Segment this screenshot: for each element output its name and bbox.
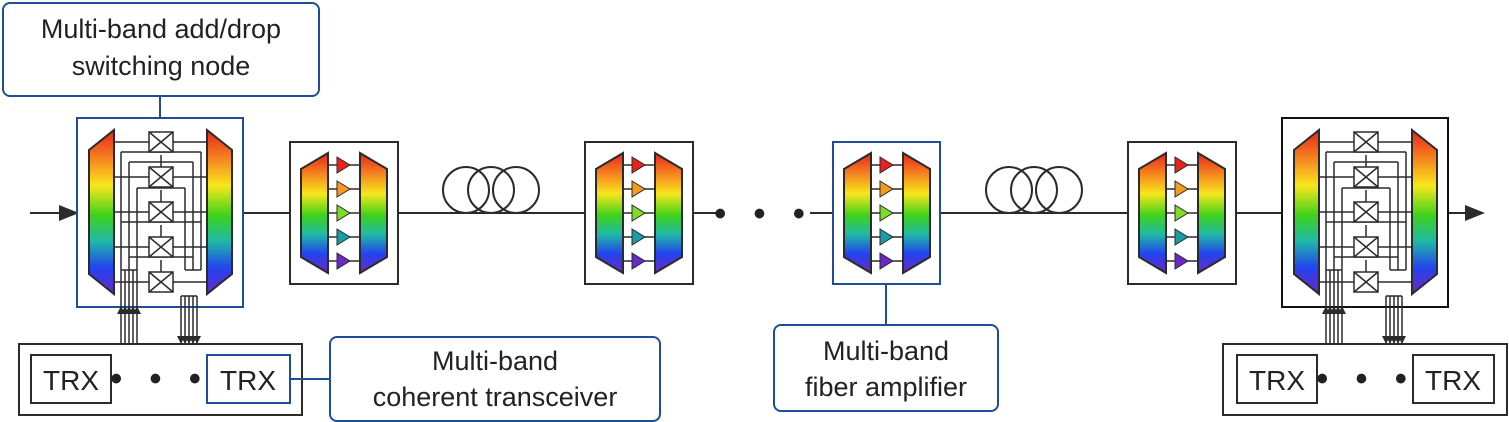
amplifier-1 — [289, 141, 399, 285]
callout-transceiver: Multi-band coherent transceiver — [290, 336, 661, 422]
callout-line-1: Multi-band — [823, 336, 949, 366]
gain-triangles — [631, 156, 646, 270]
callout-line-2: coherent transceiver — [373, 382, 618, 412]
callout-box — [773, 324, 999, 412]
span-ellipsis: • • • — [714, 195, 814, 233]
trx-label: TRX — [220, 365, 276, 396]
mux-prism — [902, 151, 931, 275]
amplifier-4 — [1127, 141, 1237, 285]
trx-label: TRX — [1425, 365, 1481, 396]
mux-prism — [1197, 151, 1226, 275]
callout-line-2: fiber amplifier — [805, 372, 967, 402]
demux-prism — [1293, 127, 1320, 297]
demux-prism — [595, 151, 624, 275]
demux-prism — [88, 127, 115, 297]
switching-node-2 — [1281, 117, 1449, 344]
mux-prism — [206, 127, 233, 297]
switch-boxes — [1353, 131, 1379, 293]
callout-line-2: switching node — [72, 51, 251, 81]
switching-node-1 — [76, 117, 244, 344]
callout-amplifier: Multi-band fiber amplifier — [773, 284, 999, 412]
trx-box-highlighted — [206, 354, 291, 404]
amplifier-2 — [584, 141, 694, 285]
fiber-spool-2 — [985, 166, 1083, 214]
trx-ellipsis: • • • — [1316, 360, 1416, 398]
gain-triangles — [1174, 156, 1189, 270]
trx-box — [1236, 354, 1318, 404]
transceiver-bank-2: TRX • • • TRX — [1222, 343, 1508, 416]
add-drop-port-arrows — [117, 306, 201, 344]
transceiver-bank-1: TRX • • • TRX — [18, 343, 303, 416]
gain-triangles — [336, 156, 351, 270]
mux-prism — [359, 151, 388, 275]
trx-label: TRX — [1249, 365, 1305, 396]
callout-line-1: Multi-band add/drop — [41, 14, 281, 44]
add-drop-port-arrows — [1322, 306, 1406, 344]
mux-prism — [1411, 127, 1438, 297]
switch-boxes — [148, 131, 174, 293]
fiber-spool-1 — [442, 166, 540, 214]
demux-prism — [300, 151, 329, 275]
demux-prism — [1138, 151, 1167, 275]
mux-prism — [654, 151, 683, 275]
trx-box — [1412, 354, 1495, 404]
callout-box — [329, 336, 661, 422]
callout-line-1: Multi-band — [432, 346, 558, 376]
amplifier-3-highlighted — [832, 141, 941, 285]
demux-prism — [843, 151, 872, 275]
trx-label: TRX — [43, 365, 99, 396]
callout-box — [2, 2, 320, 97]
trx-ellipsis: • • • — [110, 360, 210, 398]
port-stems — [120, 314, 138, 344]
callout-switching-node: Multi-band add/drop switching node — [2, 2, 320, 118]
gain-triangles — [879, 156, 894, 270]
trx-box — [30, 354, 112, 404]
